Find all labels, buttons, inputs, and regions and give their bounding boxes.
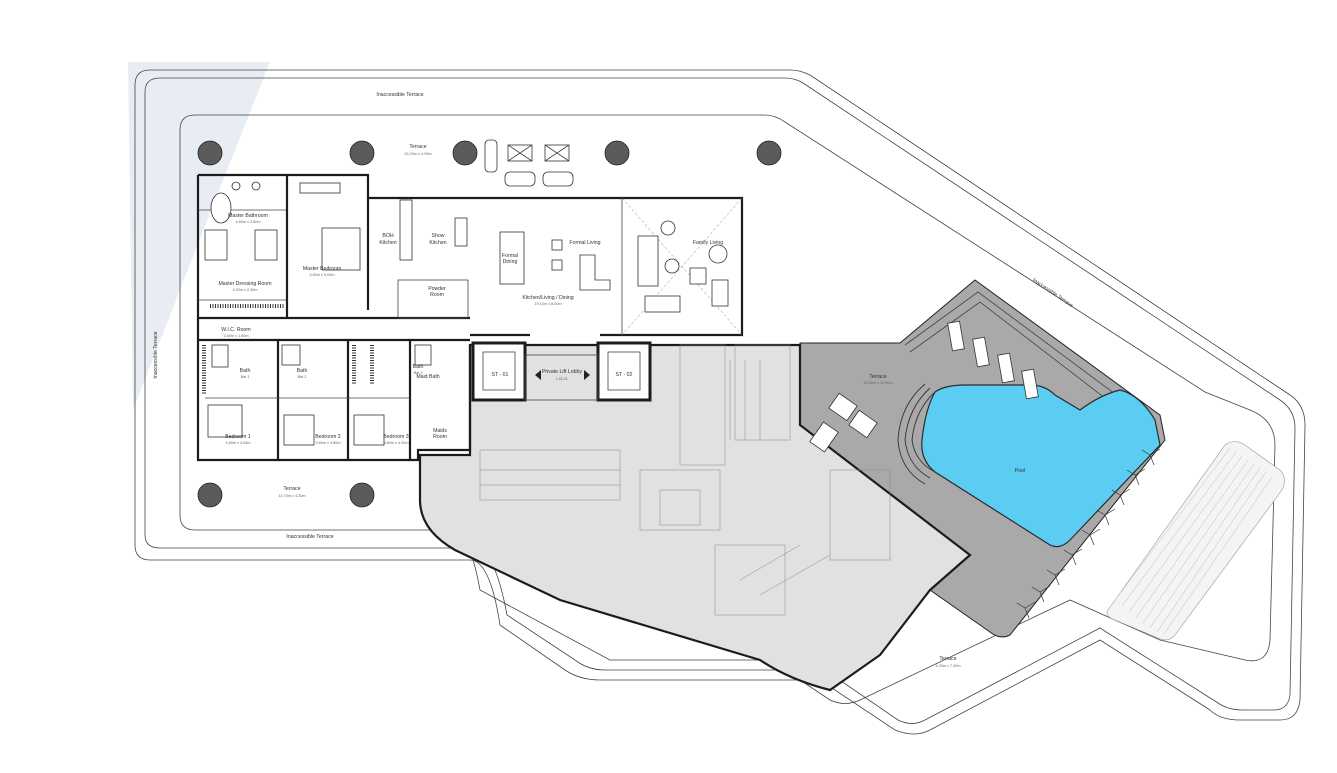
label-master-bedroom-dim: 5.80m x 5.00m — [309, 273, 334, 277]
label-maid-bath: Maid Bath — [416, 374, 439, 380]
label-terrace-pool: Terrace — [869, 374, 886, 380]
label-st02: ST - 02 — [616, 372, 633, 378]
label-powder-room-2: Room — [430, 292, 444, 298]
shaded-unit-details — [479, 344, 891, 616]
label-inaccessible-left: Inaccessible Terrace — [153, 331, 159, 378]
label-terrace-lower: Terrace — [939, 656, 956, 662]
sundeck-stripes — [1106, 441, 1285, 641]
label-bath-3: Bath — [413, 364, 424, 370]
label-master-bathroom: Master Bathroom — [228, 213, 268, 219]
palm-trees — [1016, 448, 1161, 619]
interior-furniture — [204, 181, 729, 446]
label-bedroom-1-dim: 4.80m x 4.00m — [225, 441, 250, 445]
label-maids-room: Maids — [433, 428, 447, 434]
label-bath-2-b: Bat 2 — [298, 375, 307, 379]
label-family-living: Family Living — [693, 240, 723, 246]
label-inaccessible-right: Inaccessible Terrace — [1031, 277, 1074, 308]
label-inaccessible-bottom: Inaccessible Terrace — [286, 534, 333, 540]
label-formal-living: Formal Living — [569, 240, 600, 246]
label-wic-room: W.I.C. Room — [221, 327, 250, 333]
label-bedroom-1: Bedroom 1 — [225, 434, 250, 440]
label-powder-room: Powder — [428, 286, 446, 292]
top-terrace-furniture — [484, 139, 574, 187]
label-kitchen-living-dining: Kitchen/Living / Dining — [522, 295, 573, 301]
pool-terrace-edge-2 — [909, 301, 1141, 426]
pool-steps — [897, 383, 936, 485]
label-lift-lobby-2: L18-01 — [556, 377, 568, 381]
wardrobes — [202, 304, 374, 395]
label-boh-kitchen: BOH — [382, 233, 393, 239]
structural-columns — [197, 140, 782, 508]
label-bath-2: Bath — [297, 368, 308, 374]
label-terrace-pool-dim: 15.40m x 12.00m — [863, 381, 892, 385]
label-bedroom-2: Bedroom 2 — [315, 434, 340, 440]
label-boh-kitchen-2: Kitchen — [379, 240, 396, 246]
label-bedroom-3-dim: 3.80m x 4.00m — [383, 441, 408, 445]
label-show-kitchen-2: Kitchen — [429, 240, 446, 246]
label-lift-lobby: Private Lift Lobby — [542, 369, 582, 375]
label-wic-room-dim: 2.60m x 1.60m — [223, 334, 248, 338]
pool-terrace-edge — [904, 291, 1151, 421]
label-terrace-bottom-dim: 14.70m x 4.30m — [278, 494, 305, 498]
label-inaccessible-top: Inaccessible Terrace — [376, 92, 423, 98]
label-master-bedroom: Master Bedroom — [303, 266, 341, 272]
label-formal-dining: Formal — [502, 253, 518, 259]
label-terrace-top: Terrace — [409, 144, 426, 150]
label-terrace-top-dim: 26.20m x 4.00m — [404, 152, 431, 156]
label-bedroom-3: Bedroom 3 — [383, 434, 408, 440]
label-show-kitchen: Show — [432, 233, 445, 239]
lift-lobby — [471, 341, 652, 402]
label-formal-dining-2: Dining — [503, 259, 518, 265]
label-bath-1-b: Bat 1 — [241, 375, 250, 379]
label-master-dressing-dim: 4.20m x 2.30m — [232, 288, 257, 292]
label-bedroom-2-dim: 3.80m x 3.80m — [315, 441, 340, 445]
label-kitchen-living-dining-dim: 19.10m x 8.50m — [534, 302, 561, 306]
label-terrace-lower-dim: 4.20m x 7.40m — [935, 664, 960, 668]
label-master-bathroom-dim: 4.80m x 3.80m — [235, 220, 260, 224]
inner-boundary — [144, 77, 1296, 724]
label-terrace-bottom: Terrace — [283, 486, 300, 492]
sun-loungers — [809, 320, 1039, 453]
label-bath-3-b: Bat 3 — [414, 371, 423, 375]
label-maids-room-2: Room — [433, 434, 447, 440]
label-st01: ST - 01 — [492, 372, 509, 378]
apartment-walls — [196, 173, 744, 462]
terrace-boundary — [179, 114, 1276, 704]
label-pool: Pool — [1015, 468, 1025, 474]
label-master-dressing: Master Dressing Room — [218, 281, 271, 287]
shaded-neighbour-unit — [418, 343, 972, 692]
outer-boundary — [134, 69, 1306, 735]
label-bath-1: Bath — [240, 368, 251, 374]
